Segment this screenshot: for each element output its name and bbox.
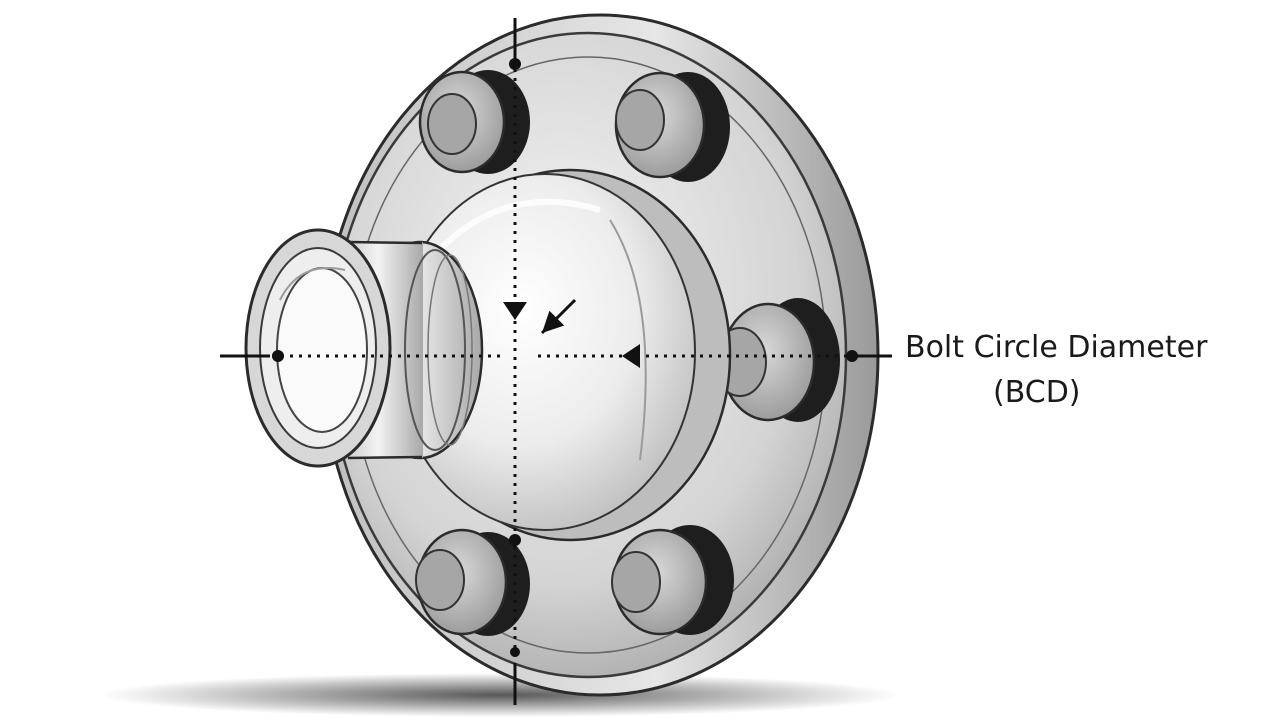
bcd-label-line1: Bolt Circle Diameter [905,330,1208,365]
arrowhead-down [503,302,527,320]
lug-bolt [415,528,530,636]
lug-bolt [418,70,530,174]
axle-stub-ring [404,249,466,451]
lug-bolt [611,525,734,636]
vertical-centerline [509,18,521,705]
arrowhead-left [622,344,640,368]
lug-bolt [614,71,730,182]
hub-dome-highlight [427,198,601,262]
floor-shadow [100,673,900,717]
bcd-label-line2: (BCD) [993,375,1081,410]
axle-stub-bore [276,267,368,433]
horizontal-bcd-line [220,350,892,362]
arrow-diagonal [540,298,577,335]
